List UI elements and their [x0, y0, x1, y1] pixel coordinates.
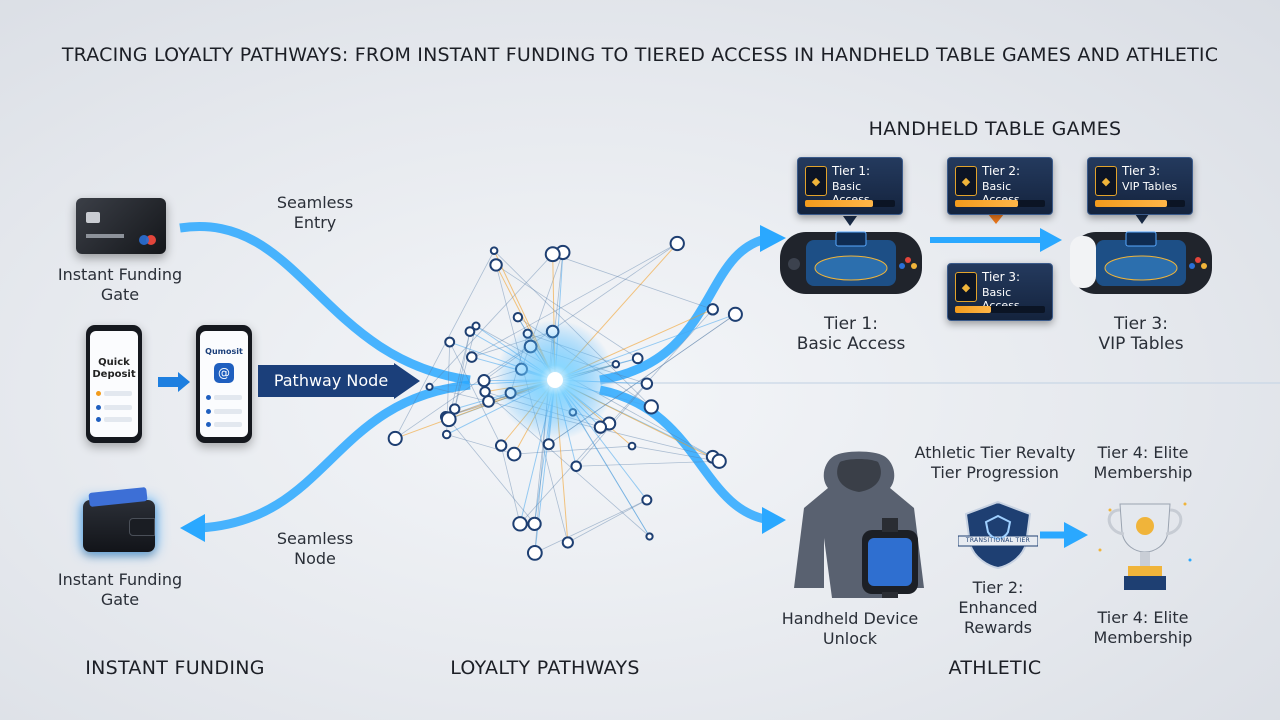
- network-node: [631, 352, 644, 365]
- network-node: [706, 303, 719, 316]
- shield-icon: [958, 500, 1038, 570]
- network-node: [477, 374, 491, 388]
- network-node: [526, 545, 543, 561]
- tier-box-3: ◆ Tier 3: VIP Tables: [1087, 157, 1193, 215]
- app-icon: @: [214, 363, 234, 383]
- arrowhead-console: [1040, 228, 1062, 252]
- tier-progress-fill: [955, 306, 991, 313]
- pathway-node-label: Pathway Node: [273, 371, 389, 390]
- network-node: [627, 441, 637, 451]
- network-node: [641, 494, 653, 506]
- section-athletic: ATHLETIC: [948, 657, 1042, 679]
- phone-deposit-app: Qumosit @: [196, 325, 252, 443]
- arrowhead-wallet: [180, 514, 205, 542]
- network-node: [593, 420, 608, 434]
- console-2-label: Tier 3:VIP Tables: [1098, 314, 1184, 354]
- tier-box-2: ◆ Tier 2: Basic Access: [947, 157, 1053, 215]
- section-loyalty-pathways: LOYALTY PATHWAYS: [450, 657, 640, 679]
- tier-box-4: ◆ Tier 3: Basic Access: [947, 263, 1053, 321]
- network-node: [479, 386, 491, 398]
- flow-top-left: [179, 222, 471, 385]
- network-node: [711, 453, 727, 469]
- phone-arrow: [158, 372, 190, 392]
- credit-card-icon: [76, 198, 166, 254]
- network-node: [489, 258, 503, 272]
- network-node: [482, 394, 495, 408]
- arrowhead-tables: [760, 225, 786, 252]
- flow-to-tables: [599, 233, 771, 385]
- network-node: [512, 516, 528, 532]
- network-node: [727, 306, 743, 322]
- hoodie-icon: [794, 451, 924, 598]
- network-node: [425, 382, 434, 391]
- network-node: [471, 321, 481, 331]
- page-title: TRACING LOYALTY PATHWAYS: FROM INSTANT F…: [61, 44, 1219, 66]
- tier-progress-fill: [1095, 200, 1167, 207]
- network-node: [544, 246, 561, 263]
- network-node: [570, 460, 582, 472]
- badge-text: TRANSITIONAL TIER: [965, 537, 1031, 544]
- network-node: [441, 429, 452, 440]
- network-node: [561, 536, 574, 549]
- flow-to-athletic: [599, 385, 771, 525]
- network-node: [645, 532, 654, 541]
- card-icon: ◆: [1095, 166, 1117, 196]
- network-node: [506, 446, 522, 462]
- network-node: [466, 351, 478, 363]
- card-icon: ◆: [805, 166, 827, 196]
- section-handheld-table-games: HANDHELD TABLE GAMES: [868, 118, 1122, 140]
- console-1-label: Tier 1:Basic Access: [796, 314, 906, 354]
- arrowhead-athletic: [762, 507, 786, 534]
- network-node: [542, 438, 555, 451]
- network-node: [464, 326, 476, 337]
- section-instant-funding: INSTANT FUNDING: [85, 657, 265, 679]
- network-node: [527, 516, 542, 531]
- flow-bottom-left: [199, 380, 471, 533]
- network-node: [643, 399, 659, 415]
- network-node: [444, 336, 456, 348]
- pathway-node-arrow: [258, 363, 420, 399]
- network-node: [489, 246, 499, 255]
- tier2-pointer: [988, 214, 1004, 224]
- arrowhead-elite: [1064, 522, 1088, 548]
- handheld-console-icon: [780, 231, 922, 294]
- network-node: [440, 411, 457, 428]
- tier-box-1: ◆ Tier 1: Basic Access: [797, 157, 903, 215]
- network-node: [494, 439, 508, 452]
- handheld-console-vip-icon: [1070, 231, 1212, 294]
- tier-progress-fill: [955, 200, 1018, 207]
- card-icon: ◆: [955, 272, 977, 302]
- trophy-icon: [1098, 502, 1192, 590]
- card-icon: ◆: [955, 166, 977, 196]
- network-node: [512, 312, 524, 323]
- wallet-icon: [83, 487, 155, 552]
- network-node: [640, 377, 654, 390]
- network-node: [449, 403, 461, 415]
- network-node: [387, 430, 403, 447]
- tier-progress-fill: [805, 200, 873, 207]
- network-node: [669, 235, 685, 252]
- network-node: [611, 359, 621, 369]
